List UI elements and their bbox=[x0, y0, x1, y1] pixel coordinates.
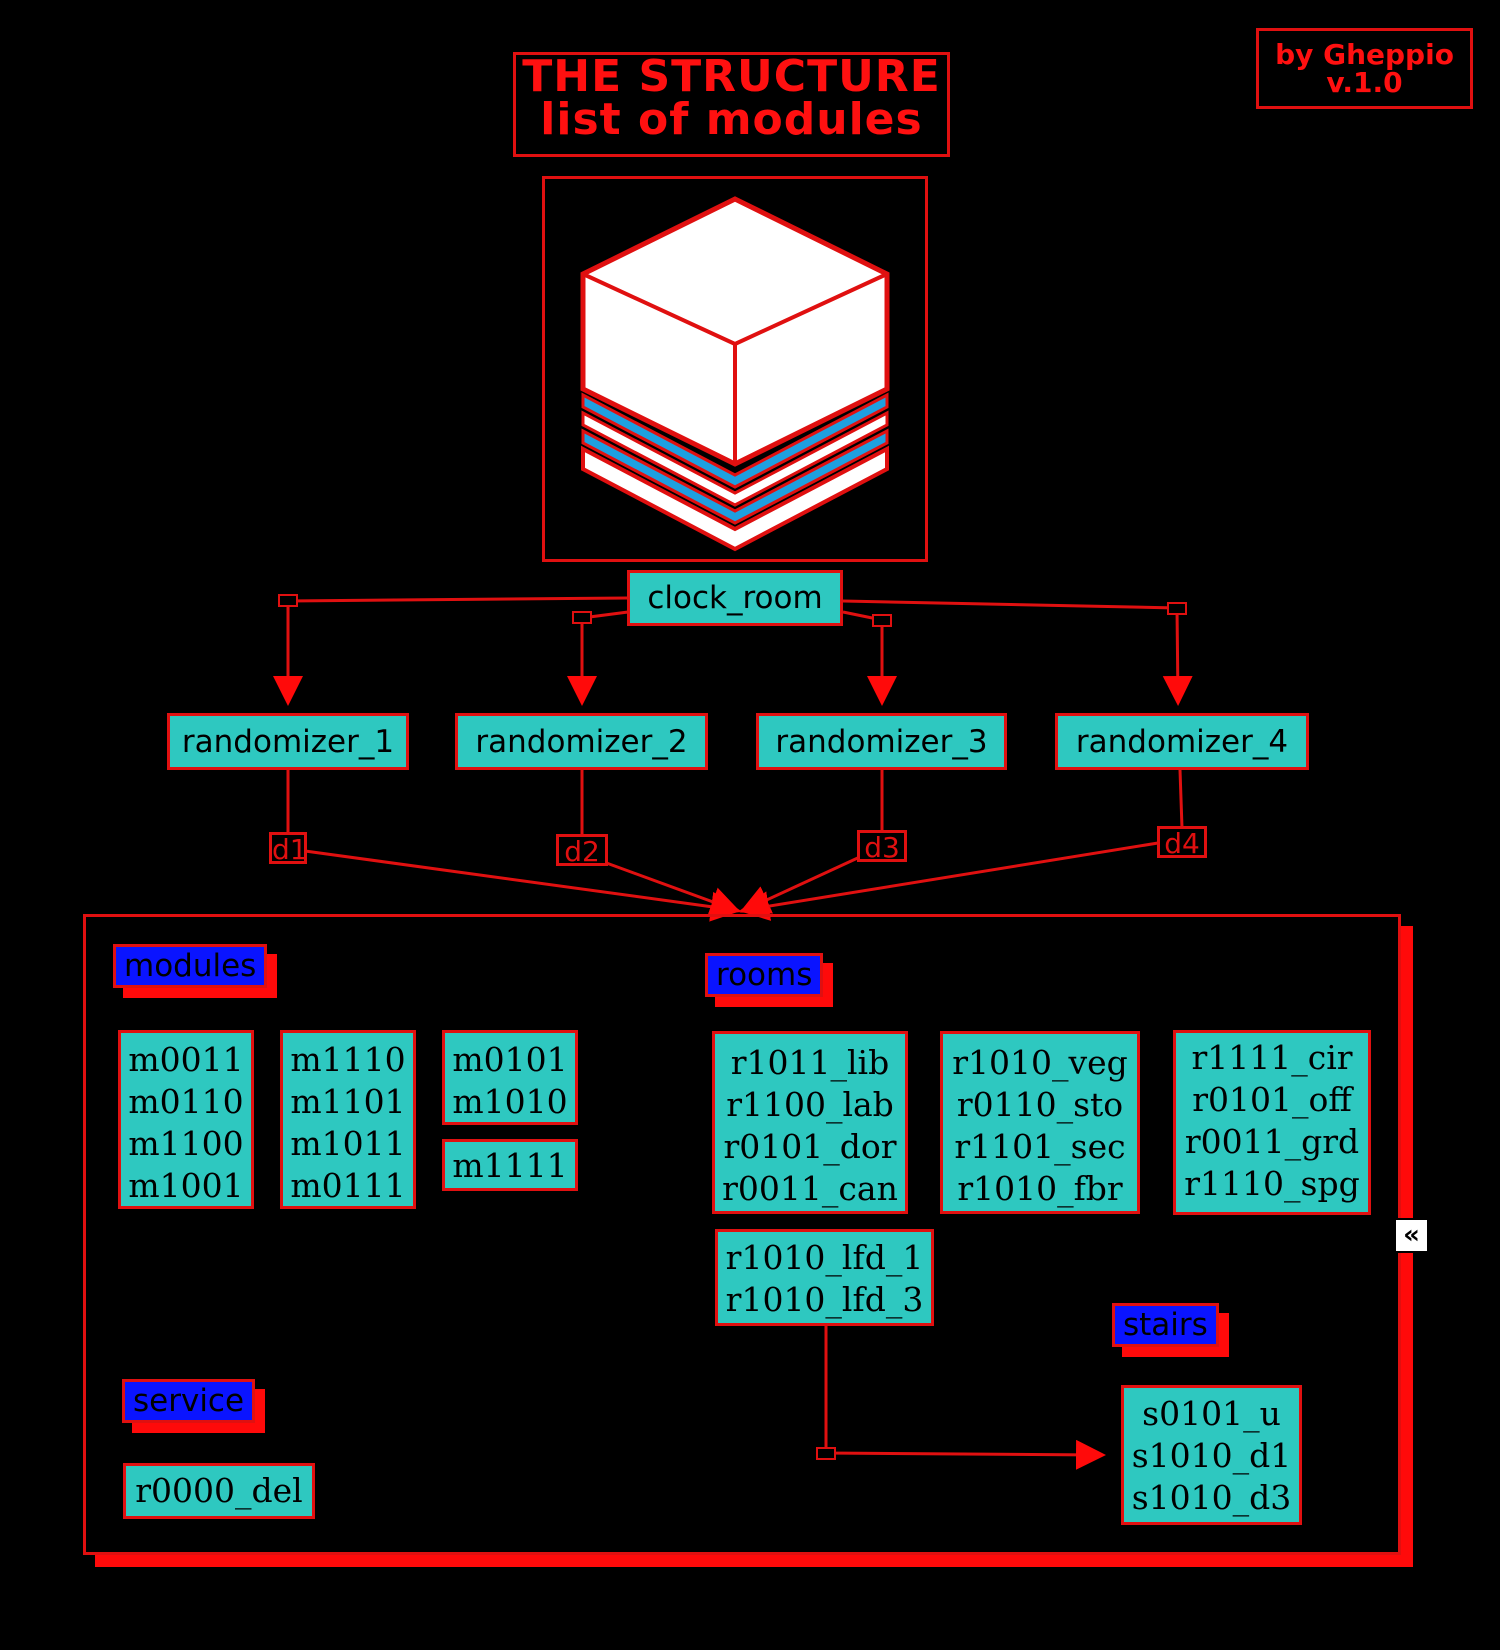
list-item: r1101_sec bbox=[954, 1127, 1126, 1166]
randomizer-node-4[interactable]: randomizer_4 bbox=[1055, 713, 1309, 770]
list-item: m1011 bbox=[290, 1124, 406, 1163]
rooms-list-2: r1010_veg r0110_sto r1101_sec r1010_fbr bbox=[940, 1031, 1140, 1214]
logo-box bbox=[542, 176, 928, 562]
list-item: r0101_off bbox=[1192, 1080, 1352, 1119]
list-item: m1110 bbox=[290, 1040, 406, 1079]
list-item: r0011_grd bbox=[1184, 1122, 1360, 1161]
service-list: r0000_del bbox=[123, 1463, 315, 1519]
isometric-cube-icon bbox=[580, 196, 890, 552]
stairs-list: s0101_u s1010_d1 s1010_d3 bbox=[1121, 1385, 1302, 1525]
credit-author: by Gheppio bbox=[1275, 38, 1454, 71]
list-item: r1100_lab bbox=[726, 1085, 894, 1124]
list-item: r1010_veg bbox=[952, 1043, 1128, 1082]
list-item: r1011_lib bbox=[730, 1043, 890, 1082]
list-item: s0101_u bbox=[1142, 1394, 1281, 1433]
list-item: r0101_dor bbox=[723, 1127, 897, 1166]
credit-box: by Gheppio v.1.0 bbox=[1256, 28, 1473, 109]
door-label-d1: d1 bbox=[269, 832, 308, 865]
modules-list-3: m0101 m1010 bbox=[442, 1030, 578, 1125]
rooms-list-3: r1111_cir r0101_off r0011_grd r1110_spg bbox=[1173, 1030, 1371, 1215]
list-item: r0011_can bbox=[722, 1169, 898, 1208]
double-chevron-left-icon: « bbox=[1403, 1220, 1420, 1250]
list-item: m1010 bbox=[452, 1082, 568, 1121]
list-item: r0110_sto bbox=[956, 1085, 1124, 1124]
list-item: m1101 bbox=[290, 1082, 406, 1121]
door-label-d3: d3 bbox=[857, 830, 907, 863]
list-item: r1111_cir bbox=[1191, 1038, 1353, 1077]
list-item: r0000_del bbox=[135, 1471, 303, 1510]
modules-tag: modules bbox=[113, 944, 268, 988]
modules-list-4: m1111 bbox=[442, 1139, 578, 1191]
list-item: r1010_fbr bbox=[957, 1169, 1123, 1208]
rooms-tag: rooms bbox=[705, 953, 824, 997]
door-label-d2: d2 bbox=[556, 834, 608, 867]
randomizer-node-3[interactable]: randomizer_3 bbox=[756, 713, 1007, 770]
credit-version: v.1.0 bbox=[1326, 66, 1403, 99]
list-item: m0011 bbox=[128, 1040, 244, 1079]
stairs-tag: stairs bbox=[1112, 1303, 1219, 1347]
modules-list-2: m1110 m1101 m1011 m0111 bbox=[280, 1030, 416, 1209]
list-item: r1110_spg bbox=[1184, 1164, 1360, 1203]
list-item: s1010_d1 bbox=[1131, 1436, 1292, 1475]
title-line-1: THE STRUCTURE bbox=[522, 51, 941, 102]
list-item: m0101 bbox=[452, 1040, 568, 1079]
list-item: m0111 bbox=[290, 1166, 406, 1205]
clock-room-node[interactable]: clock_room bbox=[627, 570, 843, 626]
list-item: r1010_lfd_1 bbox=[725, 1238, 924, 1277]
list-item: m1001 bbox=[128, 1166, 244, 1205]
list-item: s1010_d3 bbox=[1131, 1478, 1292, 1517]
list-item: m1100 bbox=[128, 1124, 244, 1163]
rooms-list-1: r1011_lib r1100_lab r0101_dor r0011_can bbox=[712, 1031, 908, 1214]
modules-list-1: m0011 m0110 m1100 m1001 bbox=[118, 1030, 254, 1209]
title-line-2: list of modules bbox=[540, 94, 923, 145]
list-item: m1111 bbox=[452, 1146, 568, 1185]
door-label-d4: d4 bbox=[1157, 826, 1207, 859]
list-item: r1010_lfd_3 bbox=[725, 1280, 924, 1319]
randomizer-node-1[interactable]: randomizer_1 bbox=[167, 713, 409, 770]
title-box: THE STRUCTURE list of modules bbox=[513, 52, 950, 157]
rooms-list-4: r1010_lfd_1 r1010_lfd_3 bbox=[715, 1229, 934, 1326]
collapse-button[interactable]: « bbox=[1394, 1218, 1429, 1253]
randomizer-node-2[interactable]: randomizer_2 bbox=[455, 713, 708, 770]
service-tag: service bbox=[122, 1379, 256, 1423]
list-item: m0110 bbox=[128, 1082, 244, 1121]
